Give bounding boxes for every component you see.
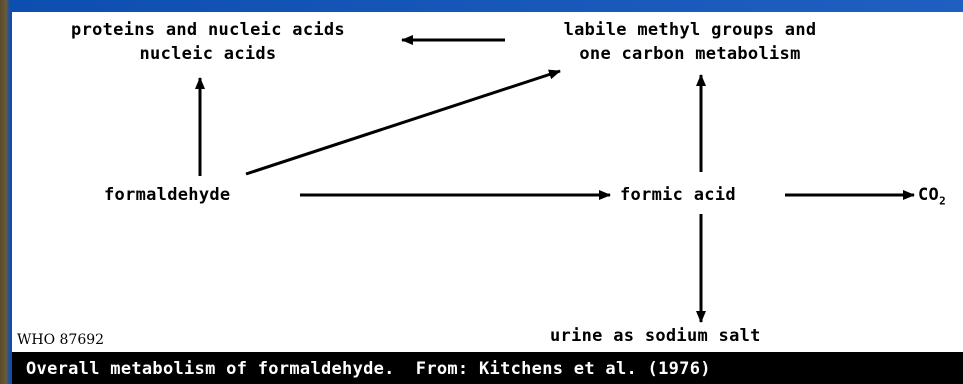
node-co2-sub: 2 xyxy=(939,194,947,208)
node-co2-base: CO xyxy=(918,185,940,205)
diagram-panel xyxy=(12,12,963,352)
node-proteins-line1: proteins and nucleic acids xyxy=(71,20,345,40)
caption-bar xyxy=(12,352,963,384)
node-formic-acid: formic acid xyxy=(620,185,736,205)
node-proteins: proteins and nucleic acids nucleic acids xyxy=(24,20,392,64)
node-labile-line1: labile methyl groups and xyxy=(563,20,817,40)
node-co2: CO2 xyxy=(918,185,946,211)
arrow-formaldehyde-to-labile xyxy=(245,69,561,176)
who-code: WHO 87692 xyxy=(17,332,105,348)
figure-caption: Overall metabolism of formaldehyde. From… xyxy=(26,359,711,379)
node-labile: labile methyl groups and one carbon meta… xyxy=(510,20,870,64)
node-urine: urine as sodium salt xyxy=(550,326,761,346)
node-formaldehyde: formaldehyde xyxy=(104,185,231,205)
node-labile-line2: one carbon metabolism xyxy=(579,44,801,64)
node-proteins-line2: nucleic acids xyxy=(139,44,277,64)
